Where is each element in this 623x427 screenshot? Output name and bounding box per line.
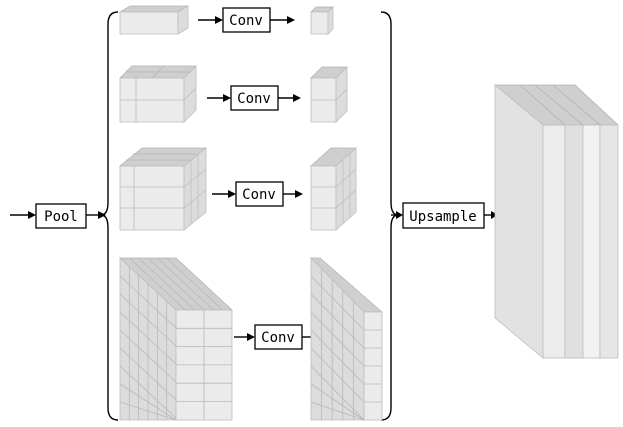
branch4-out-side-row-line bbox=[310, 329, 365, 385]
branch4-side-row-line bbox=[119, 311, 177, 365]
branch4-conv-box bbox=[254, 324, 303, 350]
branch1-output-side bbox=[327, 6, 334, 35]
upsample-in-head bbox=[396, 211, 403, 219]
pool-label: Pool bbox=[44, 209, 78, 225]
branch1-input-top bbox=[118, 5, 190, 13]
branch4-side-row-line bbox=[119, 347, 177, 401]
branch3-arrow-in-head bbox=[228, 190, 236, 198]
branch4-out-side-row-line bbox=[310, 347, 365, 403]
output-top-div2 bbox=[534, 84, 584, 126]
branch1-arrow-out-head bbox=[287, 16, 295, 24]
left-brace bbox=[100, 11, 119, 421]
branch-1: Conv bbox=[118, 5, 334, 35]
branch4-conv-label: Conv bbox=[261, 330, 295, 346]
branch3-output-front bbox=[310, 165, 337, 231]
branch3-side-div2 bbox=[183, 189, 207, 209]
branch4-top-line bbox=[147, 257, 205, 311]
branch3-input-side bbox=[183, 147, 207, 231]
output-section: Upsample bbox=[391, 202, 498, 229]
branch3-arrow-out-head bbox=[295, 190, 303, 198]
branch2-arrow-out-head bbox=[293, 94, 301, 102]
branch3-side-div1 bbox=[183, 168, 207, 188]
branch-3: Conv bbox=[118, 147, 358, 231]
branch4-out-side-row-line bbox=[310, 383, 365, 421]
branch4-side-row-line bbox=[119, 329, 177, 383]
output-volume bbox=[493, 84, 620, 359]
output-slab-2 bbox=[564, 124, 584, 359]
branch4-output-grid bbox=[310, 268, 382, 421]
branch3-out-side-div1 bbox=[335, 168, 357, 188]
input-section: Pool bbox=[10, 203, 106, 229]
branch3-conv-box bbox=[235, 181, 284, 207]
upsample-out-head bbox=[491, 211, 498, 219]
output-volume-side bbox=[494, 84, 544, 359]
branch4-top-line bbox=[129, 257, 186, 311]
branch4-side-row-line bbox=[119, 293, 177, 347]
branch4-side-row-line bbox=[119, 401, 177, 421]
branch1-input-front bbox=[119, 11, 179, 35]
branch3-input-front bbox=[119, 165, 185, 231]
branch4-side-row-line bbox=[119, 383, 177, 421]
branch4-out-side-row-line bbox=[310, 311, 365, 367]
branch4-grid bbox=[119, 257, 232, 421]
branch2-out-side-div bbox=[335, 88, 348, 101]
branch4-top-line bbox=[166, 257, 223, 311]
branch4-side-row-line bbox=[119, 365, 177, 419]
branch1-input-side bbox=[177, 5, 189, 35]
branch4-out-side-row-line bbox=[310, 275, 365, 331]
branch-4-conv: Conv bbox=[234, 324, 322, 350]
branch4-out-side-row-line bbox=[310, 401, 365, 421]
branch-2: Conv bbox=[119, 65, 348, 123]
branch-4 bbox=[118, 257, 234, 421]
branch4-top-line bbox=[157, 257, 214, 311]
right-brace bbox=[380, 11, 399, 421]
branch2-arrow-in-head bbox=[223, 94, 231, 102]
branch1-output-front bbox=[310, 11, 329, 35]
input-arrow-head bbox=[28, 211, 36, 219]
branch2-conv-label: Conv bbox=[237, 91, 271, 107]
pool-box bbox=[35, 203, 87, 229]
branch4-out-side-row-line bbox=[310, 293, 365, 349]
output-slab-1 bbox=[542, 124, 566, 359]
branch4-top-line bbox=[138, 257, 195, 311]
branch1-arrow-in-head bbox=[215, 16, 223, 24]
branch1-conv-label: Conv bbox=[229, 13, 263, 29]
branch4-arrow-in-head bbox=[247, 333, 255, 341]
output-top-div1 bbox=[519, 84, 566, 126]
branch1-conv-box bbox=[222, 7, 271, 33]
branch3-conv-label: Conv bbox=[242, 187, 276, 203]
branch2-side-div bbox=[183, 87, 197, 101]
output-slab-3 bbox=[582, 124, 601, 359]
output-slab-4 bbox=[599, 124, 619, 359]
branch4-out-side-row-line bbox=[310, 365, 365, 421]
output-top-div3 bbox=[552, 84, 601, 126]
branch3-out-side-div2 bbox=[335, 189, 357, 209]
branch3-output-side bbox=[335, 147, 357, 231]
branch4-side-row-line bbox=[119, 275, 177, 329]
upsample-label: Upsample bbox=[409, 209, 476, 225]
